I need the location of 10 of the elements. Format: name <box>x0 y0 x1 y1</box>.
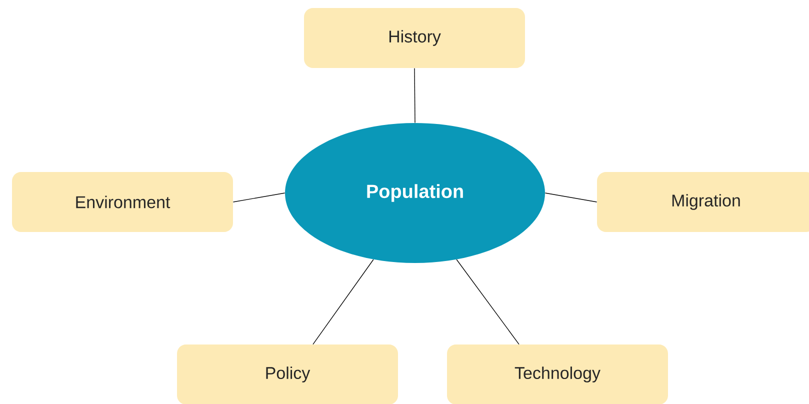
connector-line <box>414 68 416 124</box>
connector-line <box>232 192 286 202</box>
connector-line <box>544 192 598 202</box>
topic-box: Migration <box>597 172 809 232</box>
topic-box: Environment <box>12 172 233 232</box>
connector-line <box>312 259 374 345</box>
topic-box: Technology <box>447 344 668 404</box>
connector-line <box>456 259 520 345</box>
topic-box: Policy <box>177 344 398 404</box>
topic-box: History <box>304 8 525 68</box>
